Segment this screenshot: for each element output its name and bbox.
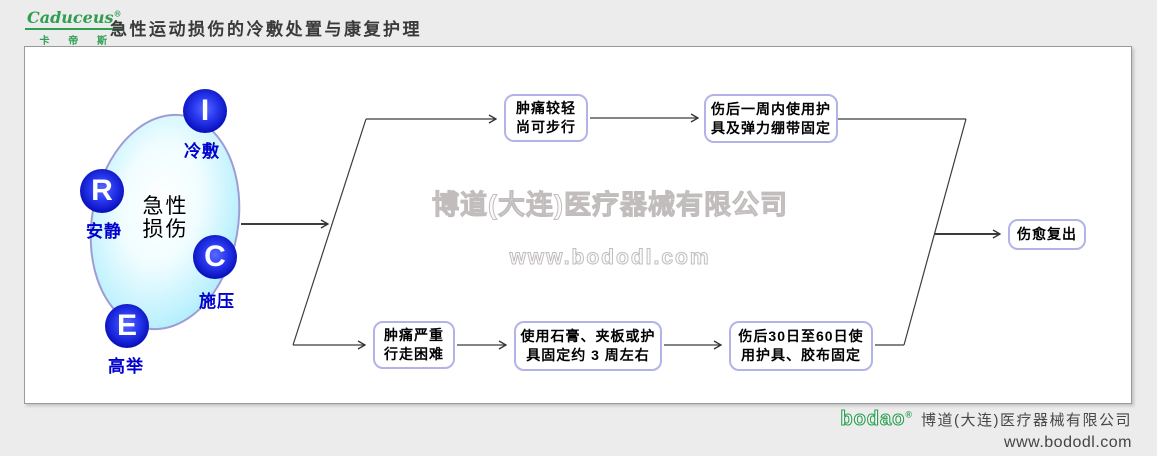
rice-circle-rest: R (80, 169, 124, 213)
diagram-canvas: 博道(大连)医疗器械有限公司 www.bododl.com 急 (24, 46, 1132, 404)
acute-injury-line1: 急性 (142, 195, 189, 218)
footer-company-name: 博道(大连)医疗器械有限公司 (921, 412, 1132, 429)
rice-circle-compression: C (193, 235, 237, 279)
flow-box-text: 行走困难 (384, 346, 444, 362)
flow-box-recovery: 伤愈复出 (1008, 219, 1086, 250)
flow-box-text: 肿痛较轻 (516, 100, 576, 116)
rice-label-ice: 冷敷 (184, 142, 220, 161)
bodao-logo: bodao® (840, 407, 913, 430)
flow-box-text: 伤愈复出 (1017, 226, 1077, 242)
footer: bodao® 博道(大连)医疗器械有限公司 www.bododl.com (840, 407, 1132, 452)
rice-label-compression: 施压 (199, 292, 235, 311)
flow-box-text: 具及弹力绷带固定 (711, 119, 831, 136)
rice-label-rest: 安静 (86, 222, 122, 241)
registered-mark-icon: ® (113, 8, 122, 19)
page-title: 急性运动损伤的冷敷处置与康复护理 (110, 20, 422, 39)
flow-box-mild-swelling: 肿痛较轻 尚可步行 (504, 94, 588, 142)
flow-box-text: 尚可步行 (516, 119, 576, 135)
flow-box-text: 用护具、胶布固定 (741, 347, 861, 363)
footer-website: www.bododl.com (1004, 434, 1132, 451)
watermark: 博道(大连)医疗器械有限公司 www.bododl.com (425, 183, 795, 270)
flow-box-cast-splint: 使用石膏、夹板或护 具固定约 3 周左右 (514, 321, 662, 371)
watermark-website: www.bododl.com (509, 246, 711, 270)
flow-box-text: 伤后30日至60日使 (738, 328, 864, 344)
rice-label-elevation: 高举 (108, 357, 144, 376)
flow-box-text: 伤后一周内使用护 (711, 100, 831, 117)
flow-box-brace-bandage: 伤后一周内使用护 具及弹力绷带固定 (704, 94, 838, 143)
flow-box-text: 使用石膏、夹板或护 (520, 328, 656, 344)
caduceus-logo: Caduceus® 卡 帝 斯 (25, 8, 124, 47)
watermark-company: 博道(大连)医疗器械有限公司 (432, 190, 788, 221)
rice-circle-elevation: E (105, 304, 149, 348)
acute-injury-label: 急性 损伤 (113, 195, 218, 241)
flow-box-text: 肿痛严重 (384, 327, 444, 343)
acute-injury-line2: 损伤 (142, 218, 189, 241)
flow-connectors (241, 113, 1002, 350)
flow-box-text: 具固定约 3 周左右 (526, 347, 650, 363)
rice-circle-ice: I (183, 89, 227, 133)
caduceus-logo-text: Caduceus® (25, 8, 124, 30)
caduceus-logo-cn: 卡 帝 斯 (39, 36, 116, 47)
flow-box-severe-swelling: 肿痛严重 行走困难 (373, 321, 455, 369)
registered-mark-icon: ® (905, 409, 913, 420)
flow-box-30-60-days: 伤后30日至60日使 用护具、胶布固定 (729, 321, 873, 371)
